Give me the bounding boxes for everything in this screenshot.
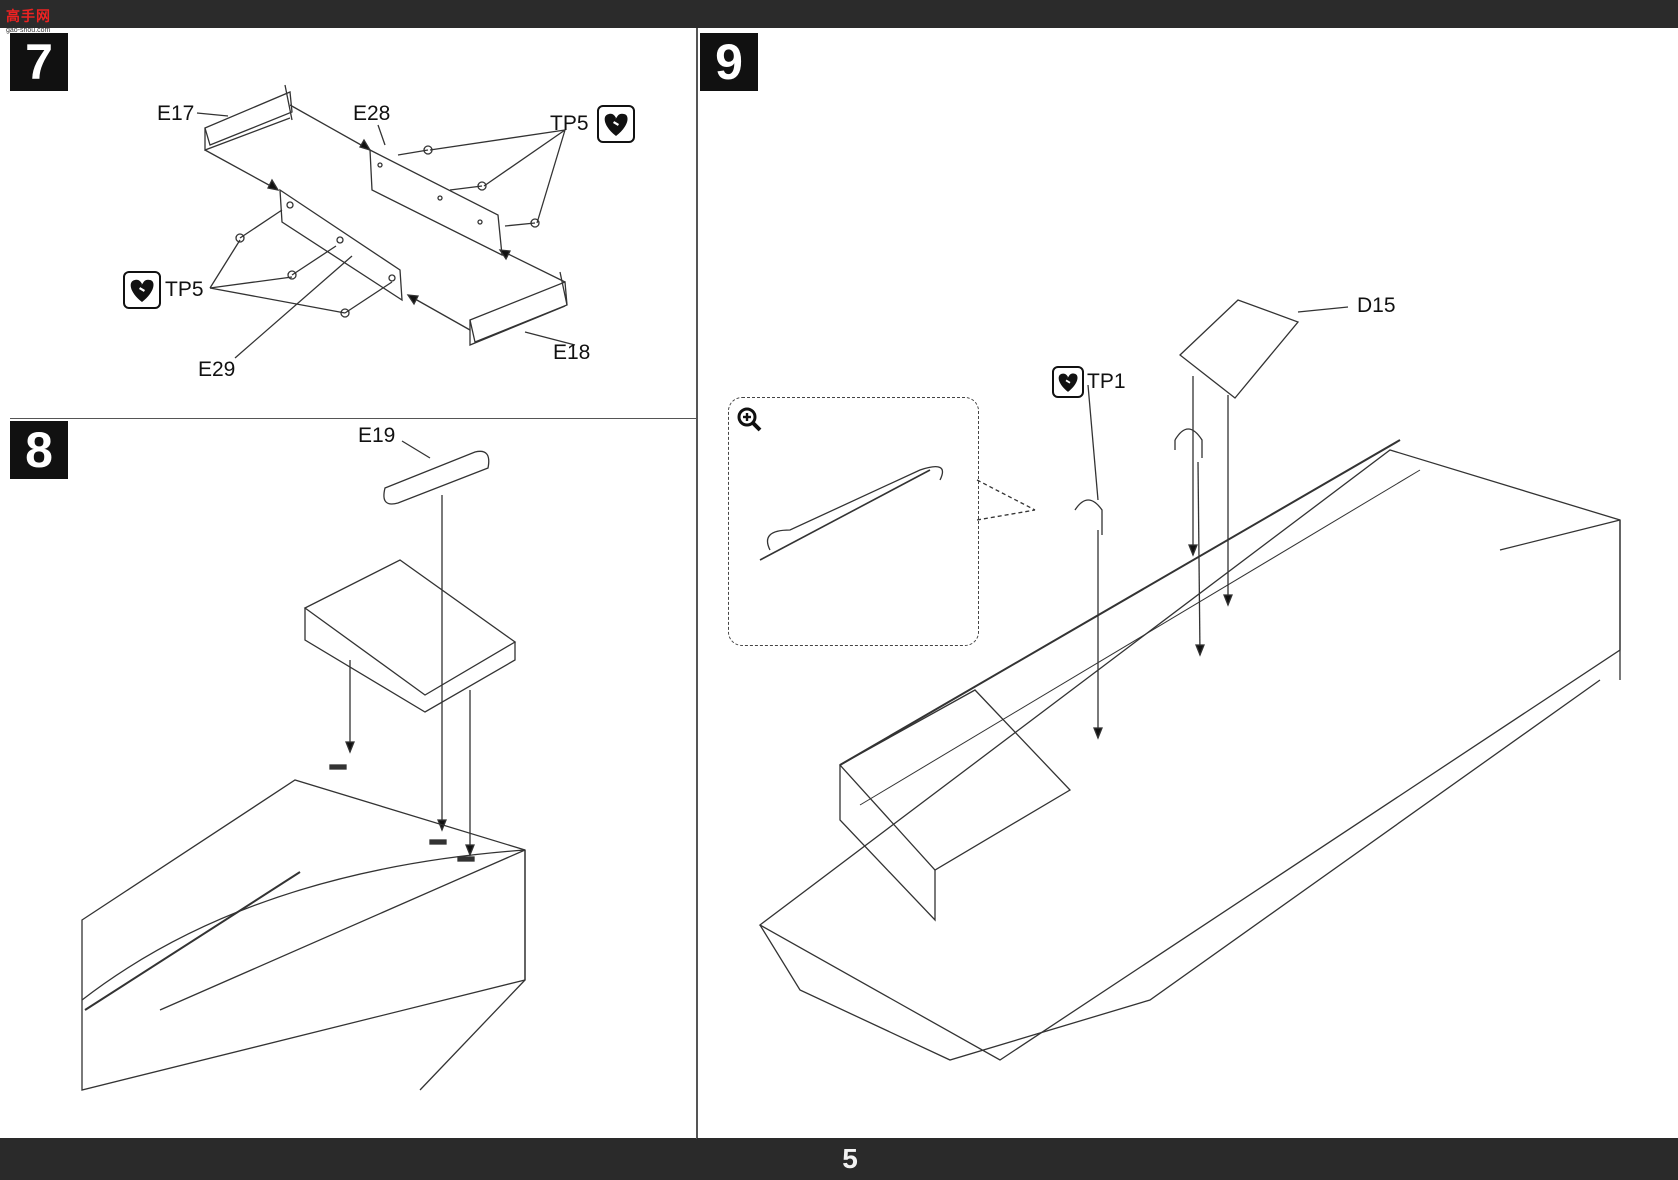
site-logo-sub: gao-shou.com xyxy=(6,27,51,34)
broken-heart-glue-icon xyxy=(1052,366,1084,398)
zoom-detail-callout xyxy=(728,397,979,646)
broken-heart-glue-icon xyxy=(597,105,635,143)
step-9-drawing xyxy=(758,299,1621,1061)
glue-label-tp5-bottom: TP5 xyxy=(165,278,204,301)
panel-step-8 xyxy=(10,418,697,1139)
part-d15 xyxy=(1179,299,1300,399)
magnify-plus-icon xyxy=(737,407,762,432)
panel-step-9 xyxy=(697,28,1658,1138)
broken-heart-glue-icon xyxy=(123,271,161,309)
bottom-band xyxy=(0,1138,1678,1180)
glue-label-tp1: TP1 xyxy=(1087,370,1126,393)
part-e19 xyxy=(383,450,490,505)
part-e28 xyxy=(369,148,503,257)
step-7-drawing xyxy=(196,84,576,359)
step-7-badge: 7 xyxy=(10,33,68,91)
glue-label-tp5-top: TP5 xyxy=(550,112,589,135)
step-8-badge: 8 xyxy=(10,421,68,479)
part-e29 xyxy=(279,188,403,302)
part-label-d15: D15 xyxy=(1357,294,1396,317)
step-8-drawing xyxy=(81,440,526,1091)
page-number: 5 xyxy=(842,1143,858,1174)
part-label-e28: E28 xyxy=(353,102,391,125)
part-label-e17: E17 xyxy=(157,102,195,125)
part-e18 xyxy=(469,281,568,343)
part-e17 xyxy=(204,91,293,146)
site-logo: 高手网 xyxy=(6,8,51,24)
step-8-bracket xyxy=(303,559,517,696)
part-label-e29: E29 xyxy=(198,358,236,381)
step-9-badge: 9 xyxy=(700,33,758,91)
part-label-e19: E19 xyxy=(358,424,396,447)
part-label-e18: E18 xyxy=(553,341,591,364)
top-band xyxy=(0,0,1678,28)
step-8-hull xyxy=(81,779,526,1091)
